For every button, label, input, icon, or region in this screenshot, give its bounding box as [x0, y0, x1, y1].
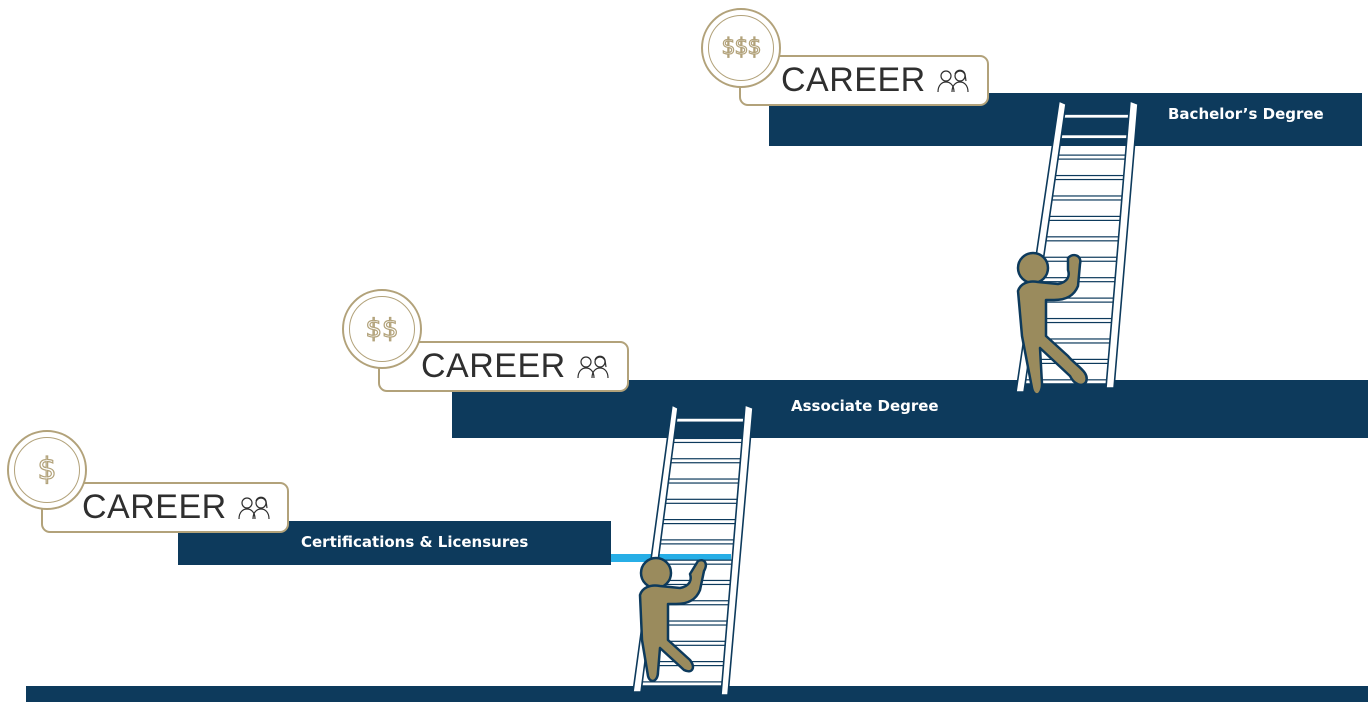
people-icon	[238, 496, 270, 519]
ladder-rung	[1050, 174, 1129, 181]
ladder-rung	[1047, 195, 1127, 201]
career-label: CAREER	[781, 61, 926, 99]
career-card-certifications: CAREER	[41, 482, 289, 533]
dollar-coin-icon: $$	[349, 296, 415, 362]
people-icon	[577, 355, 609, 378]
pay-coin-certifications: $	[7, 430, 87, 510]
education-label-certifications: Certifications & Licensures	[301, 533, 529, 551]
ladder-rung	[659, 518, 740, 525]
ladder-rung	[637, 681, 727, 687]
ladder-rung	[661, 498, 742, 504]
ladder-rung	[670, 437, 747, 444]
ladder-rung	[667, 458, 746, 464]
dollar-coin-icon: $$$	[708, 15, 774, 81]
ground-platform	[26, 686, 1368, 702]
pay-symbol: $	[37, 452, 57, 487]
career-label: CAREER	[421, 347, 566, 385]
education-label-associate: Associate Degree	[791, 397, 939, 415]
career-card-associate: CAREER	[378, 341, 629, 392]
highlight-ledge	[611, 554, 731, 562]
ladder-rung	[656, 539, 739, 545]
climber-icon	[638, 556, 707, 683]
pay-coin-associate: $$	[342, 289, 422, 369]
ladder-icon	[1015, 99, 1139, 393]
career-card-bachelors: CAREER	[739, 55, 989, 106]
education-label-bachelors: Bachelor’s Degree	[1168, 105, 1324, 123]
dollar-coin-icon: $	[14, 437, 80, 503]
ladder-rung	[1059, 113, 1134, 119]
career-label: CAREER	[82, 488, 227, 526]
ladder-rung	[1056, 134, 1132, 140]
pay-symbol: $$	[365, 314, 399, 344]
ladder-rung	[1053, 154, 1131, 160]
pay-coin-bachelors: $$$	[701, 8, 781, 88]
ladder-rung	[1044, 215, 1125, 221]
ladder-rung	[1041, 236, 1124, 242]
climber-icon	[1016, 251, 1088, 396]
ladder-rung	[672, 417, 749, 423]
pay-symbol: $$$	[721, 35, 762, 60]
people-icon	[937, 69, 969, 92]
ladder-rung	[664, 478, 744, 484]
